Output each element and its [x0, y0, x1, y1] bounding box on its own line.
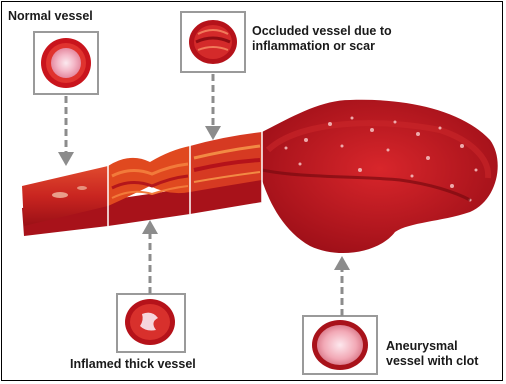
- inflamed-vessel-inset: [117, 294, 185, 352]
- occluded-vessel-inset: [181, 12, 245, 72]
- inflamed-vessel-label: Inflamed thick vessel: [70, 357, 196, 372]
- aneurysmal-vessel-label-line2: vessel with clot: [386, 354, 478, 369]
- arrow-normal: [58, 96, 74, 166]
- arrow-inflamed: [142, 220, 158, 294]
- aneurysmal-vessel-inset: [303, 316, 377, 374]
- occluded-vessel-label-line2: inflammation or scar: [252, 39, 375, 54]
- arrow-aneurysmal: [334, 256, 350, 316]
- aneurysmal-vessel-label-line1: Aneurysmal: [386, 339, 458, 354]
- normal-vessel-inset: [34, 32, 98, 94]
- occluded-vessel-label-line1: Occluded vessel due to: [252, 24, 392, 39]
- normal-vessel-label: Normal vessel: [8, 9, 93, 24]
- arrow-occluded: [205, 74, 221, 140]
